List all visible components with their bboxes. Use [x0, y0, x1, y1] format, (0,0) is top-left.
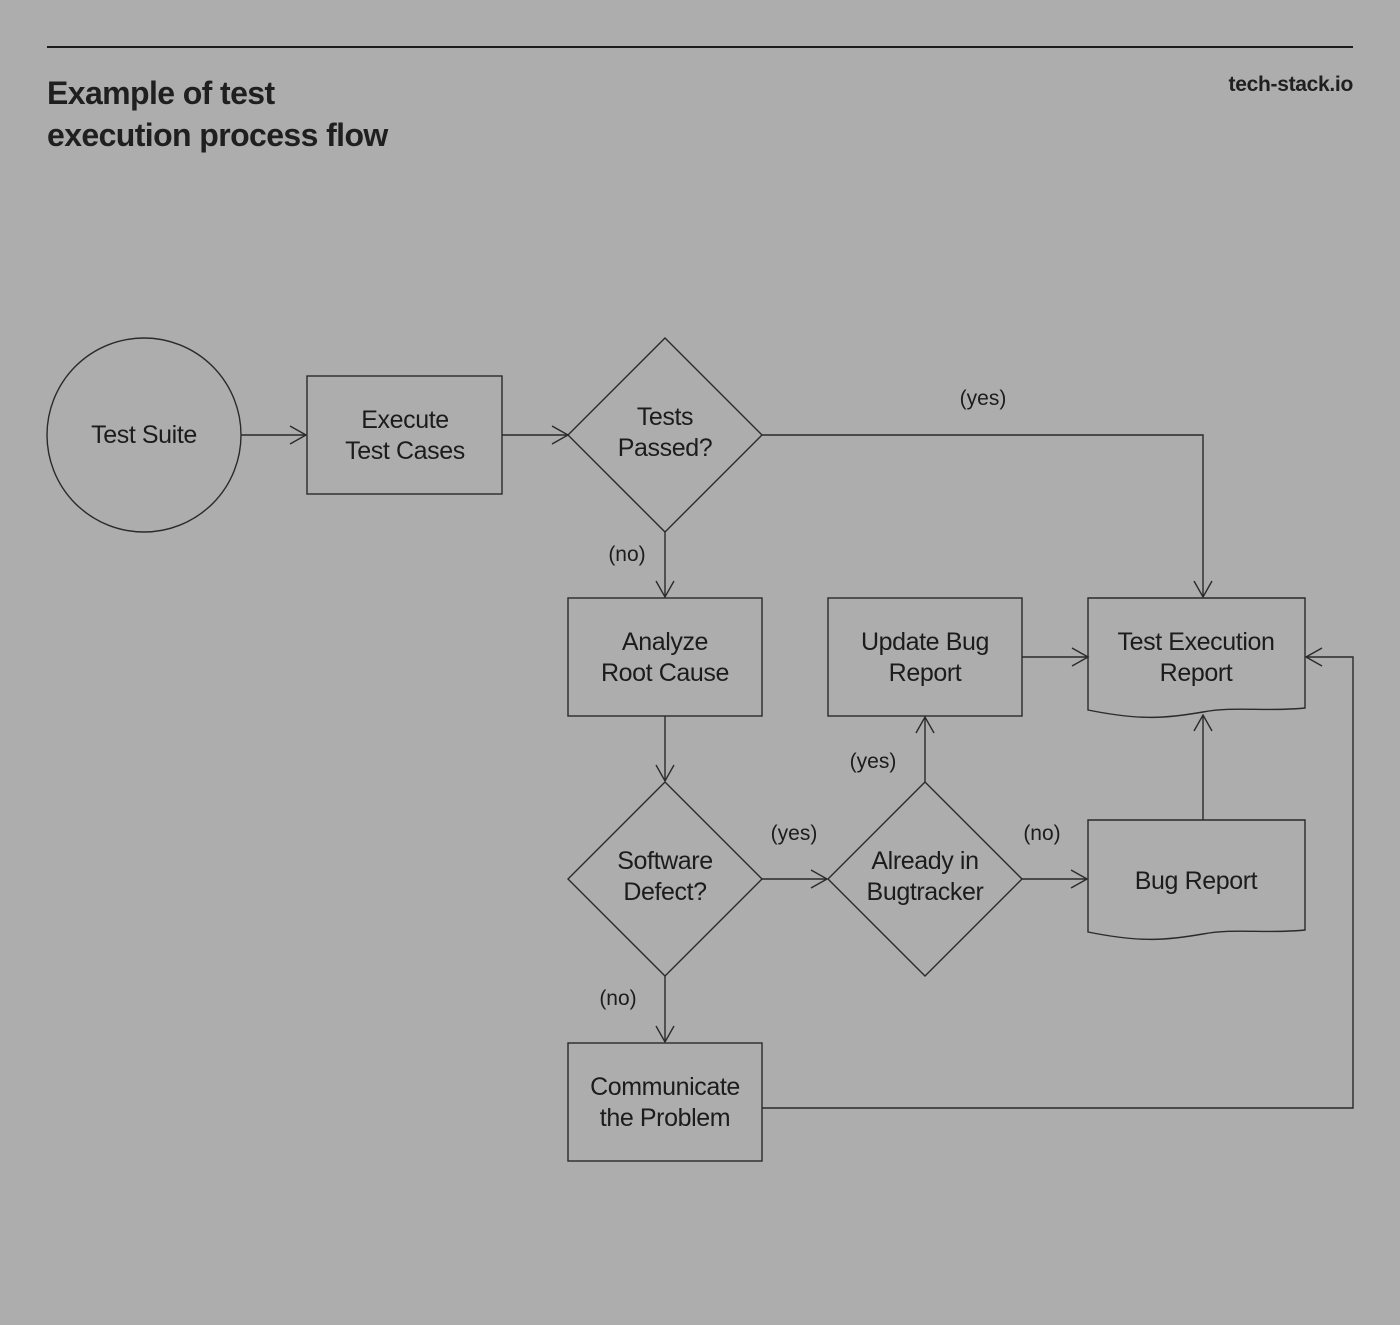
node-tests-passed: Tests Passed?: [567, 337, 763, 533]
edges: [241, 425, 1354, 1109]
brand-link[interactable]: tech-stack.io: [1228, 73, 1354, 96]
label-tests-passed-yes: (yes): [960, 387, 1007, 410]
node-communicate-problem-shape: [567, 1042, 763, 1162]
node-communicate-line-1: Communicate: [590, 1073, 740, 1101]
label-bugtracker-no: (no): [1023, 822, 1060, 845]
edge-labels: (yes) (no) (yes) (no) (yes) (no): [599, 387, 1060, 1010]
node-update-line-1: Update Bug: [861, 628, 989, 656]
node-analyze-line-2: Root Cause: [601, 659, 729, 687]
title-line-1: Example of test: [47, 75, 275, 111]
node-execute-test-cases-shape: [306, 375, 503, 495]
label-bugtracker-yes: (yes): [850, 750, 897, 773]
node-execute-line-2: Test Cases: [345, 437, 465, 465]
node-update-bug-report: Update Bug Report: [827, 597, 1023, 717]
node-bug-report: Bug Report: [1087, 819, 1306, 941]
node-update-bug-report-shape: [827, 597, 1023, 717]
label-software-defect-no: (no): [599, 987, 636, 1010]
title-line-2: execution process flow: [47, 117, 388, 153]
node-communicate-line-2: the Problem: [600, 1104, 730, 1132]
label-tests-passed-no: (no): [608, 543, 645, 566]
node-analyze-root-cause: Analyze Root Cause: [567, 597, 763, 717]
label-software-defect-yes: (yes): [771, 822, 818, 845]
node-tests-passed-shape: [567, 337, 763, 533]
node-bugtracker-line-1: Already in: [871, 847, 978, 875]
top-divider: [47, 46, 1353, 48]
edge-communicate-to-report: [762, 647, 1354, 1109]
node-execute-test-cases: Execute Test Cases: [306, 375, 503, 495]
node-bugtracker-line-2: Bugtracker: [867, 878, 984, 906]
node-analyze-line-1: Analyze: [622, 628, 708, 656]
node-software-defect: Software Defect?: [567, 781, 763, 977]
node-test-execution-report: Test Execution Report: [1087, 597, 1306, 719]
node-software-defect-shape: [567, 781, 763, 977]
node-report-line-2: Report: [1160, 659, 1233, 687]
node-already-in-bugtracker: Already in Bugtracker: [827, 781, 1023, 977]
node-analyze-root-cause-shape: [567, 597, 763, 717]
node-communicate-problem: Communicate the Problem: [567, 1042, 763, 1162]
node-test-execution-report-shape: [1087, 597, 1306, 719]
node-test-suite-shape: [46, 337, 242, 533]
node-execute-line-1: Execute: [361, 406, 449, 434]
node-test-suite: Test Suite: [46, 337, 242, 533]
node-update-line-2: Report: [889, 659, 962, 687]
node-software-defect-line-2: Defect?: [623, 878, 706, 906]
node-report-line-1: Test Execution: [1118, 628, 1275, 656]
node-bug-report-shape: [1087, 819, 1306, 941]
node-already-in-bugtracker-shape: [827, 781, 1023, 977]
page-title: Example of test execution process flow: [47, 72, 388, 156]
node-test-suite-text: Test Suite: [91, 421, 197, 449]
edge-tests-passed-yes-to-report: [762, 434, 1213, 599]
node-bug-report-text: Bug Report: [1135, 867, 1258, 895]
node-software-defect-line-1: Software: [617, 847, 712, 875]
node-tests-passed-line-1: Tests: [637, 403, 693, 431]
node-tests-passed-line-2: Passed?: [618, 434, 713, 462]
